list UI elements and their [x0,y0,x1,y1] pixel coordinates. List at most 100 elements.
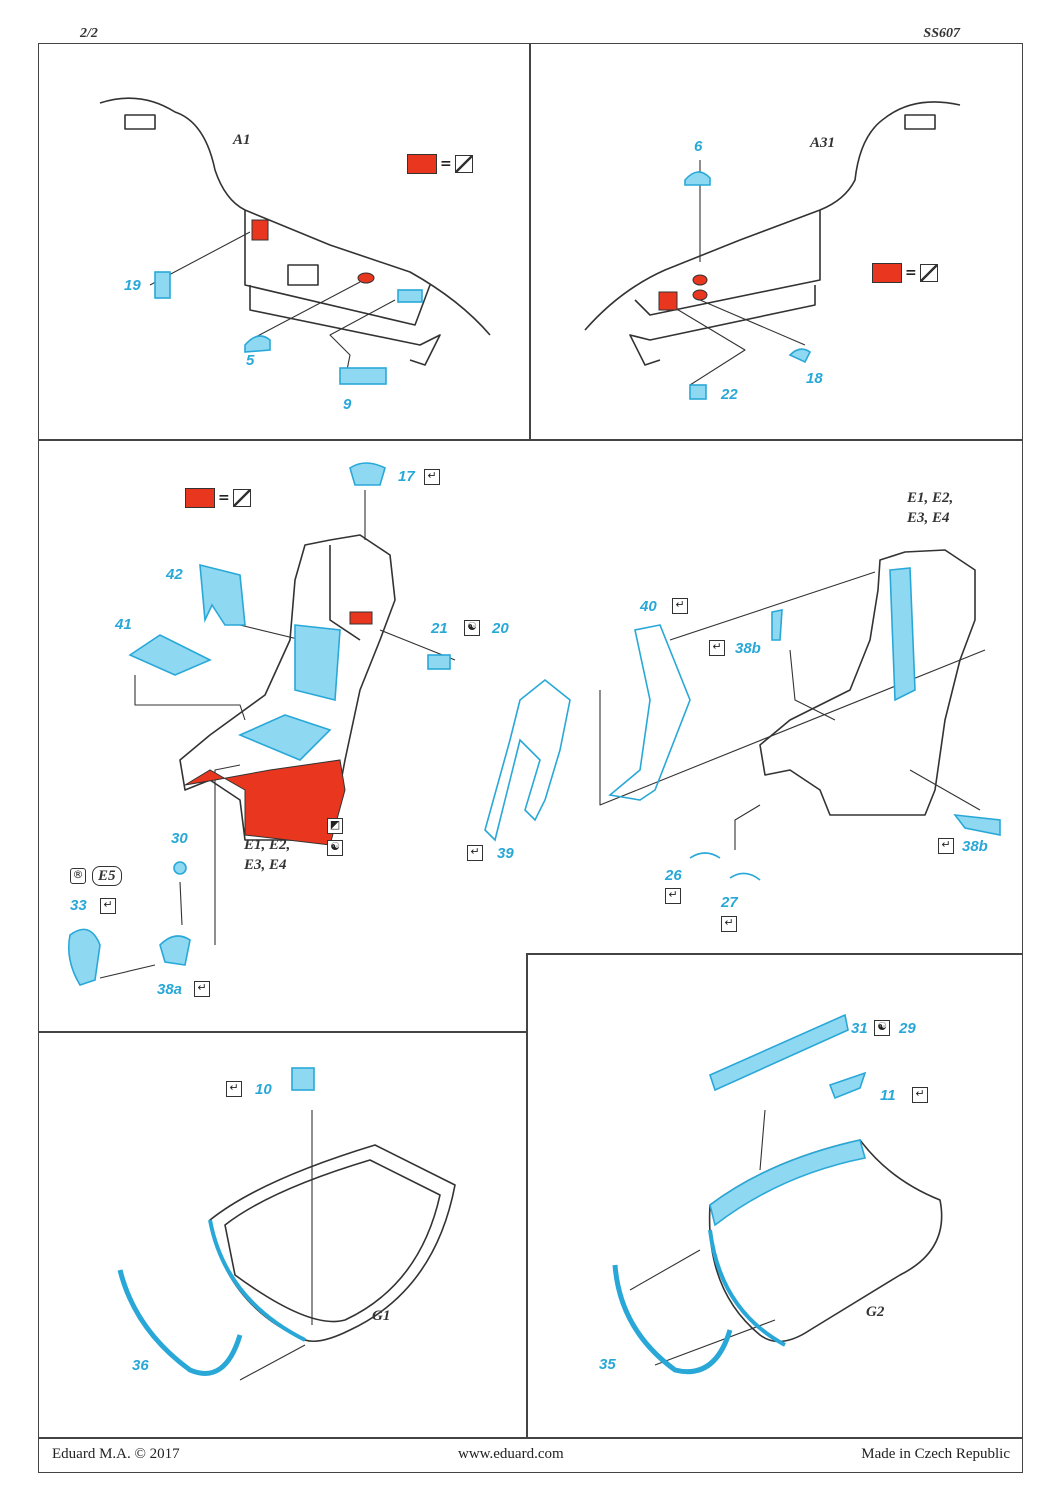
part-number: 9 [335,390,367,420]
label-e5: E5 [92,866,122,886]
g1-canopy-outline [209,1144,456,1343]
divider-mid-right [526,953,1023,955]
fold-icon: ↵ [938,838,954,854]
part-18 [788,348,812,364]
label-g1: G1 [372,1308,391,1324]
alternative-icon: ☯ [464,620,480,636]
part-11 [828,1071,867,1100]
part-number: 38b [728,634,761,664]
part-number: 19 [117,271,147,301]
resin-icon: ® [70,868,86,884]
fold-icon: ↵ [721,916,737,932]
label-a31: A31 [810,135,836,151]
g1-leaders [239,1110,313,1381]
divider-top-horizontal [38,439,1023,441]
footer-website: www.eduard.com [458,1446,564,1462]
fold-icon: ↵ [424,469,440,485]
part-number: 33 [63,891,93,921]
fold-icon: ↵ [226,1081,242,1097]
part-26 [689,852,721,859]
a1-red-panel [251,219,269,241]
part-number: 42 [159,560,189,590]
part-30 [173,861,187,875]
part-number: 27 [714,888,744,918]
part-number: 41 [108,610,138,640]
alternative-icon: ☯ [874,1020,890,1036]
divider-footer [38,1437,1023,1439]
red-swatch [872,263,902,283]
seat-left-leaders [99,490,456,979]
part-number: 26 [658,861,688,891]
fold-icon: ↵ [912,1087,928,1103]
g2-leaders [629,1109,776,1366]
part-number: 6 [686,132,718,162]
label-seat-left: E1, E2,E3, E4 [244,837,291,873]
fold-icon: ↵ [100,898,116,914]
label-a1: A1 [233,132,251,148]
instruction-frame [38,43,1023,1473]
part-35 [612,1264,733,1375]
part-33 [67,928,101,986]
left-seat-outline [179,534,396,841]
label-g2: G2 [866,1304,885,1320]
fold-icon: ↵ [709,640,725,656]
part-number: 18 [799,364,829,394]
part-21 [427,654,451,670]
alternative-icon: ☯ [327,840,343,856]
part-number: 17 [391,462,421,492]
page-number: 2/2 [80,26,98,41]
part-6 [684,171,711,186]
part-27 [729,872,761,881]
part-number: 40 [633,592,663,622]
part-number: 30 [164,824,194,854]
part-41 [128,634,212,676]
part-40 [608,624,691,801]
part-number: 20 [485,614,515,644]
part-number: 10 [248,1075,278,1105]
fold-icon: ↵ [672,598,688,614]
part-36 [117,1269,243,1376]
fold-icon: ↵ [467,845,483,861]
part-10 [291,1067,315,1091]
label-seat-right: E1, E2,E3, E4 [907,490,954,526]
part-9 [339,367,387,385]
pre-painted-icon: ◩ [327,818,343,834]
part-31 [709,1013,849,1092]
part-39 [484,678,571,842]
part-number: 31 [844,1014,874,1044]
pre-painted-icon [919,264,938,282]
part-22 [689,384,707,400]
part-38b-right [953,813,1001,836]
part-number: 36 [125,1351,155,1381]
left-seat-red-base [184,759,346,846]
red-swatch [185,488,215,508]
a31-leaders [669,160,806,386]
red-swatch [407,154,437,174]
product-code: SS607 [923,26,960,41]
pre-painted-icon [232,489,251,507]
part-number: 38a [149,975,183,1005]
footer-origin: Made in Czech Republic [861,1446,1010,1462]
right-seat-outline [759,549,976,816]
part-number: 22 [714,380,744,410]
legend-a1: = [407,154,473,174]
legend-seat: = [185,488,251,508]
a31-red-panel [658,291,678,311]
part-number: 5 [238,346,270,376]
part-number: 11 [873,1081,903,1111]
a1-console [249,285,441,366]
pre-painted-icon [454,155,473,173]
a31-console [629,285,816,366]
legend-a31: = [872,263,938,283]
part-38b-top [771,609,783,641]
footer-copyright: Eduard M.A. © 2017 [52,1446,180,1462]
part-17 [349,462,386,486]
a1-red-dot [357,272,375,284]
divider-top-vertical [529,43,531,440]
a1-panel-outline [99,97,491,336]
part-number: 35 [592,1350,622,1380]
part-19 [154,271,171,299]
seat-right-leaders [599,571,986,850]
part-38a [159,935,191,966]
